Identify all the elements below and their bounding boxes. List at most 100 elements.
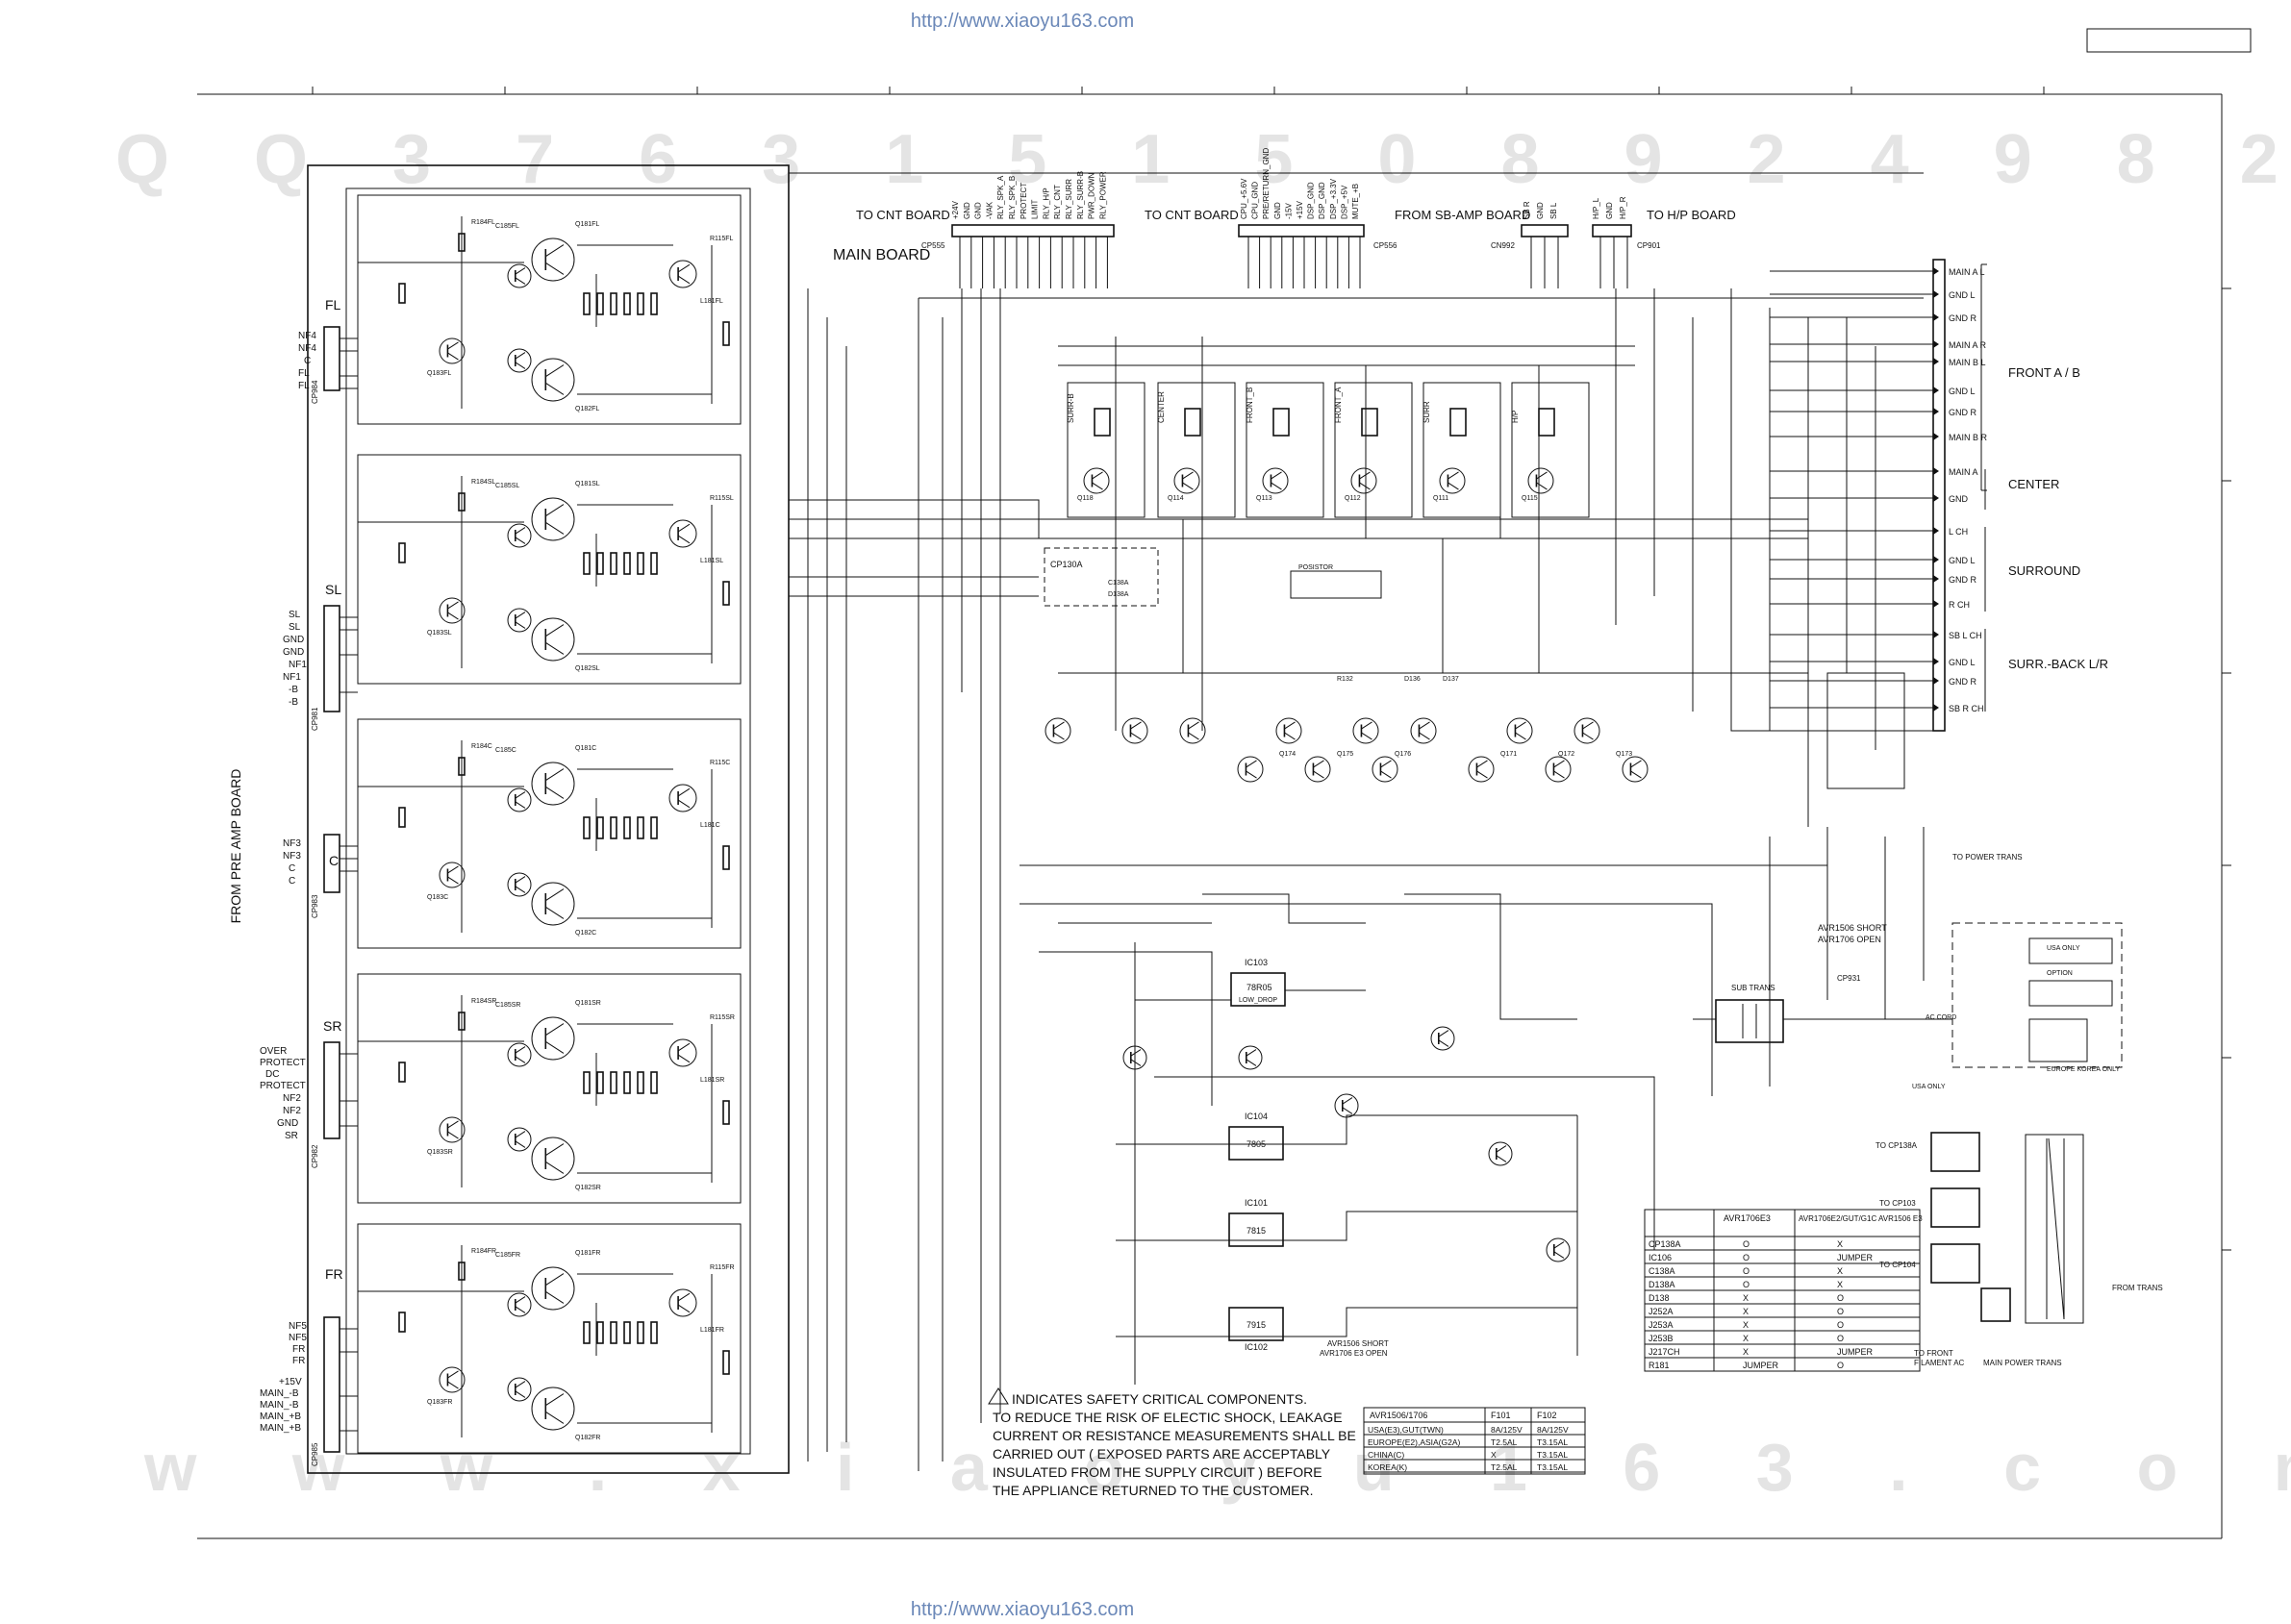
- relay-row: SURR-BQ118CENTERQ114FRONT_BQ113FRONT_AQ1…: [1067, 382, 1590, 518]
- part-label: C185C: [495, 747, 516, 754]
- svg-text:IC102: IC102: [1245, 1342, 1268, 1352]
- sub-trans: SUB TRANS: [1715, 984, 1784, 1043]
- connector-pin-label: GND: [1273, 202, 1282, 219]
- terminal-label: MAIN B R: [1949, 433, 1988, 442]
- connector-pin-label: RLY_POWER: [1098, 171, 1107, 219]
- resistor-symbol: [610, 816, 617, 839]
- header-source-url: http://www.xiaoyu163.com: [911, 11, 1134, 32]
- wire: [1202, 893, 1366, 924]
- cp931-label: CP931: [1837, 974, 1861, 983]
- transistor-symbol: [439, 1116, 466, 1143]
- terminal-label: GND L: [1949, 387, 1976, 396]
- connector-pin-label: +24V: [951, 200, 960, 219]
- resistor-symbol: [623, 1071, 631, 1094]
- connector-pin-label: DSP_GND: [1307, 182, 1316, 219]
- svg-text:OVER: OVER: [260, 1046, 287, 1057]
- to-power-trans-label: TO POWER TRANS: [1952, 853, 2023, 862]
- terminal-arrow-icon: [1933, 313, 1939, 321]
- terminal-arrow-icon: [1933, 408, 1939, 415]
- terminal-arrow-icon: [1933, 467, 1939, 475]
- transistor-symbol: [1238, 1045, 1263, 1070]
- svg-text:NF3: NF3: [283, 838, 301, 849]
- connector-pin-label: PWR_DOWN: [1088, 172, 1096, 219]
- connector-cp555: CP555: [921, 224, 1115, 250]
- svg-text:CP984: CP984: [311, 380, 319, 404]
- terminal-arrow-icon: [1933, 358, 1939, 365]
- transistor-symbol: [668, 1288, 697, 1317]
- amp-area-inner-frame: [345, 187, 751, 1455]
- safety-note: INDICATES SAFETY CRITICAL COMPONENTS. TO…: [988, 1387, 1356, 1498]
- protect-label: Q175: [1337, 751, 1353, 758]
- part-label: Q183SL: [427, 630, 452, 637]
- transistor-symbol: [531, 358, 575, 402]
- fuse-table-cell: USA(E3),GUT(TWN): [1368, 1425, 1444, 1435]
- transistor-symbol: [1527, 467, 1554, 494]
- amp-stage-frame: [357, 194, 742, 425]
- part-label: Q182FL: [575, 406, 599, 412]
- relay-cell: [1511, 382, 1590, 518]
- svg-text:NF1: NF1: [283, 672, 301, 683]
- resistor-symbol: [610, 292, 617, 315]
- connector-pin-label: DSP_+3.3V: [1329, 178, 1338, 219]
- transistor-symbol: [531, 1387, 575, 1431]
- svg-text:TO CP103: TO CP103: [1879, 1199, 1916, 1208]
- relay-cell: [1067, 382, 1146, 518]
- connector-pin-label: +15V: [1296, 200, 1304, 219]
- terminal-label: GND: [1949, 494, 1969, 504]
- svg-text:NF5: NF5: [289, 1321, 307, 1332]
- safety-note-line-4: CARRIED OUT ( EXPOSED PARTS ARE ACCEPTAB…: [993, 1446, 1331, 1462]
- transistor-symbol: [1304, 756, 1331, 783]
- group-label-surr-back: SURR.-BACK L/R: [2008, 657, 2108, 671]
- option-table-cell: X: [1743, 1347, 1749, 1357]
- resistor-symbol: [637, 552, 644, 575]
- option-table-cell: JUMPER: [1743, 1361, 1779, 1370]
- part-label: R184C: [471, 743, 492, 750]
- left-connector-cp985: NF5 NF5 FR FR +15V MAIN_-B MAIN_-B MAIN_…: [260, 1316, 340, 1466]
- fuse-table-header: F102: [1537, 1411, 1557, 1420]
- option-table-cell: JUMPER: [1837, 1347, 1874, 1357]
- transistor-symbol: [1573, 717, 1600, 744]
- main-board-title: MAIN BOARD: [833, 247, 930, 263]
- relay-coil: [1184, 408, 1201, 437]
- to-cnt-board-label-2: TO CNT BOARD: [1145, 208, 1239, 222]
- connector-pin-label: DSP_+5V: [1340, 185, 1348, 219]
- resistor-symbol: [623, 816, 631, 839]
- connector-pin-label: GND: [1536, 202, 1545, 219]
- terminal-label: GND R: [1949, 313, 1977, 323]
- wire: [789, 499, 1040, 538]
- resistor-symbol: [398, 1062, 406, 1083]
- terminal-arrow-icon: [1933, 575, 1939, 583]
- relay-driver-label: Q112: [1345, 495, 1361, 502]
- terminal-label: GND R: [1949, 408, 1977, 417]
- svg-text:GND: GND: [283, 635, 304, 645]
- protect-label: D138A: [1108, 591, 1129, 598]
- svg-text:FR: FR: [292, 1344, 305, 1355]
- fuse-table-cell: CHINA(C): [1368, 1450, 1404, 1460]
- relay-driver-label: Q118: [1077, 495, 1094, 502]
- transistor-symbol: [531, 1016, 575, 1061]
- part-label: Q181FR: [575, 1250, 600, 1257]
- option-table-cell: X: [1743, 1293, 1749, 1303]
- to-cnt-board-label-1: TO CNT BOARD: [856, 208, 950, 222]
- transistor-symbol: [1410, 717, 1437, 744]
- left-board-label: FROM PRE AMP BOARD: [228, 769, 243, 924]
- svg-text:MAIN_+B: MAIN_+B: [260, 1423, 301, 1434]
- fuse-table-cell: T3.15AL: [1537, 1437, 1568, 1447]
- transistor-symbol: [507, 787, 532, 812]
- transistor-symbol: [1468, 756, 1495, 783]
- terminal-arrow-icon: [1933, 658, 1939, 665]
- svg-text:CN992: CN992: [1491, 241, 1515, 250]
- wire: [1404, 893, 1577, 1020]
- relay-coil: [1361, 408, 1378, 437]
- terminal-arrow-icon: [1933, 340, 1939, 348]
- terminal-label: R CH: [1949, 600, 1970, 610]
- svg-text:NF3: NF3: [283, 851, 301, 862]
- svg-text:USA ONLY: USA ONLY: [1912, 1084, 1946, 1090]
- resistor-symbol: [722, 1100, 730, 1125]
- channel-label-c: C: [329, 853, 339, 868]
- connector-pin-label: RLY_SURR-B: [1076, 171, 1085, 219]
- option-table-cell: C138A: [1649, 1266, 1675, 1276]
